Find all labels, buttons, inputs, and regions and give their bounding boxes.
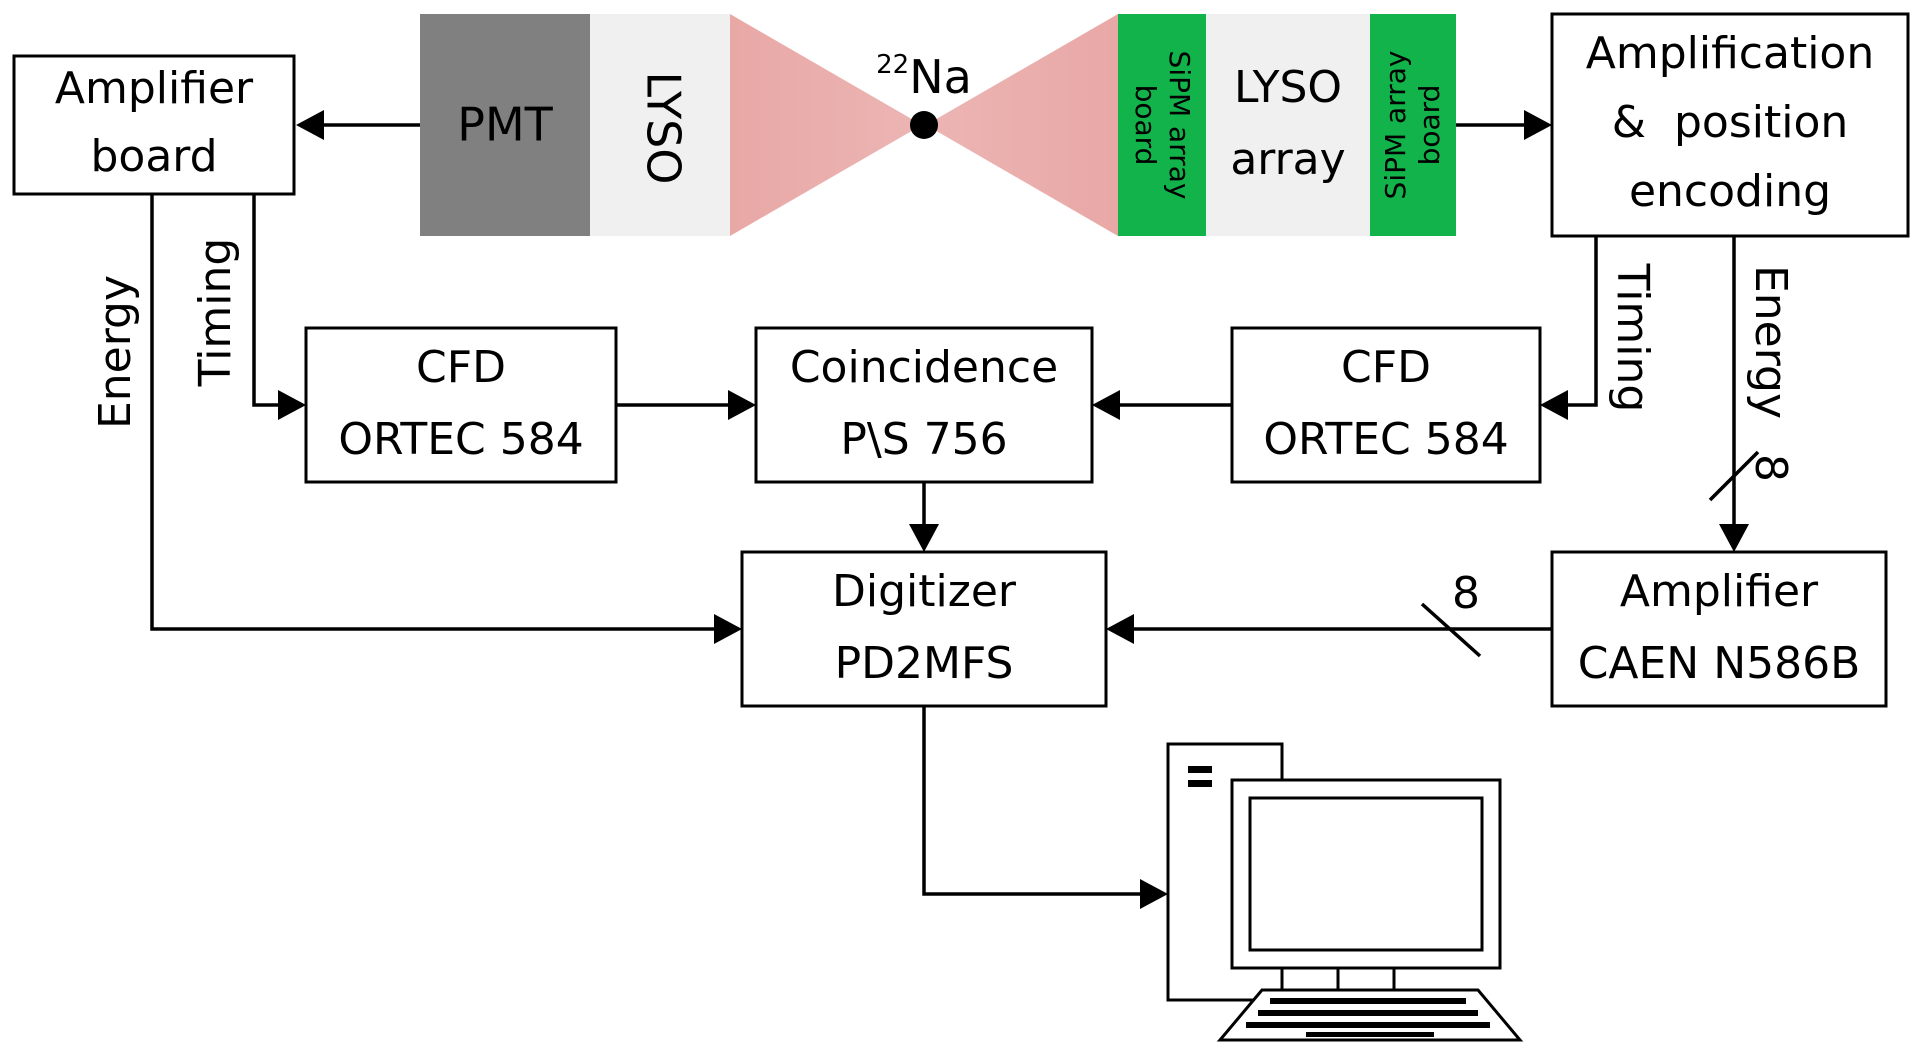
- coincidence-line1: Coincidence: [790, 342, 1058, 393]
- cfd-right-line1: CFD: [1341, 342, 1431, 393]
- energy-right-label: Energy: [1745, 265, 1796, 419]
- lyso-crystal-left: [590, 14, 730, 236]
- tower-slot-bottom: [1188, 780, 1212, 787]
- timing-left-label: Timing: [190, 238, 241, 388]
- digitizer-to-computer-line: [922, 706, 1140, 896]
- sipm-board-left-line2: board: [1129, 85, 1162, 166]
- timing-right-label: Timing: [1607, 263, 1658, 413]
- energy-right-arrowhead: [1719, 524, 1749, 552]
- amplifier-caen-line2: CAEN N586B: [1578, 638, 1861, 689]
- sipm-board-left: [1118, 14, 1206, 236]
- connections: [150, 110, 1760, 909]
- digitizer-line1: Digitizer: [832, 566, 1017, 617]
- keyboard-keys: [1246, 998, 1490, 1037]
- detector-assembly: PMT LYSO 22Na SiPM array board LYSO arra…: [420, 14, 1456, 236]
- amp-position-line1: Amplification: [1586, 28, 1875, 79]
- sipm-board-left-label: SiPM array board: [1129, 51, 1196, 200]
- cfd-right-to-coincidence-arrowhead: [1092, 390, 1120, 420]
- pmt-block: [420, 14, 590, 236]
- amplifier-board-line1: Amplifier: [55, 63, 254, 114]
- sipm-board-right: [1370, 14, 1456, 236]
- digitizer-line2: PD2MFS: [835, 638, 1014, 689]
- pmt-to-amplifier-arrowhead: [296, 110, 324, 140]
- na22-source-dot: [910, 111, 938, 139]
- digitizer-to-computer-arrowhead: [1140, 879, 1168, 909]
- na22-source-label: 22Na: [876, 50, 972, 104]
- na22-element: Na: [909, 50, 972, 104]
- digitizer-box: Digitizer PD2MFS: [740, 550, 1108, 708]
- cfd-right-box: CFD ORTEC 584: [1230, 326, 1542, 484]
- energy-left-line: [150, 194, 714, 631]
- amp-position-line3: encoding: [1629, 166, 1831, 217]
- lyso-array-block: [1206, 14, 1370, 236]
- coincidence-line2: P\S 756: [840, 414, 1007, 465]
- bus-slash-horizontal: [1420, 602, 1482, 658]
- sipm-board-left-line1: SiPM array: [1163, 51, 1196, 200]
- cfd-left-line2: ORTEC 584: [338, 414, 583, 465]
- desktop-computer-icon: [1166, 742, 1524, 1042]
- timing-right-line: [1568, 236, 1598, 407]
- na22-mass-number: 22: [876, 50, 909, 80]
- tower-slot-top: [1188, 766, 1212, 773]
- emission-cone-left: [730, 14, 922, 236]
- bus-slash-vertical: [1708, 450, 1760, 502]
- timing-right-arrowhead: [1540, 390, 1568, 420]
- sipm-board-right-line1: SiPM array: [1379, 51, 1412, 200]
- bus-count-vertical-label: 8: [1745, 454, 1796, 482]
- sipm-board-right-label: SiPM array board: [1379, 51, 1446, 200]
- lyso-array-line1: LYSO: [1234, 62, 1342, 113]
- amplifier-caen-line1: Amplifier: [1620, 566, 1819, 617]
- amp-position-line2: & position: [1612, 97, 1849, 148]
- computer-monitor: [1230, 778, 1502, 970]
- amplifier-board-box: Amplifier board: [12, 54, 296, 196]
- energy-left-arrowhead: [714, 614, 742, 644]
- lyso-array-line2: array: [1230, 134, 1345, 185]
- monitor-screen: [1248, 796, 1484, 952]
- amplifier-board-line2: board: [90, 131, 217, 182]
- caen-to-digitizer-arrowhead: [1106, 614, 1134, 644]
- sipm-to-amp-position-arrowhead: [1524, 110, 1552, 140]
- cfd-left-to-coincidence-arrowhead: [728, 390, 756, 420]
- amplification-position-encoding-box: Amplification & position encoding: [1550, 12, 1910, 238]
- amplifier-caen-box: Amplifier CAEN N586B: [1550, 550, 1888, 708]
- coincidence-box: Coincidence P\S 756: [754, 326, 1094, 484]
- timing-left-line: [252, 194, 278, 407]
- sipm-board-right-line2: board: [1413, 85, 1446, 166]
- cfd-left-line1: CFD: [416, 342, 506, 393]
- energy-left-label: Energy: [90, 275, 141, 429]
- coincidence-to-digitizer-arrowhead: [909, 524, 939, 552]
- cfd-right-line2: ORTEC 584: [1263, 414, 1508, 465]
- cfd-left-box: CFD ORTEC 584: [304, 326, 618, 484]
- timing-left-arrowhead: [278, 390, 306, 420]
- lyso-left-label: LYSO: [637, 71, 691, 184]
- pmt-label: PMT: [457, 98, 553, 152]
- emission-cone-right: [926, 14, 1118, 236]
- bus-count-horizontal-label: 8: [1452, 568, 1480, 619]
